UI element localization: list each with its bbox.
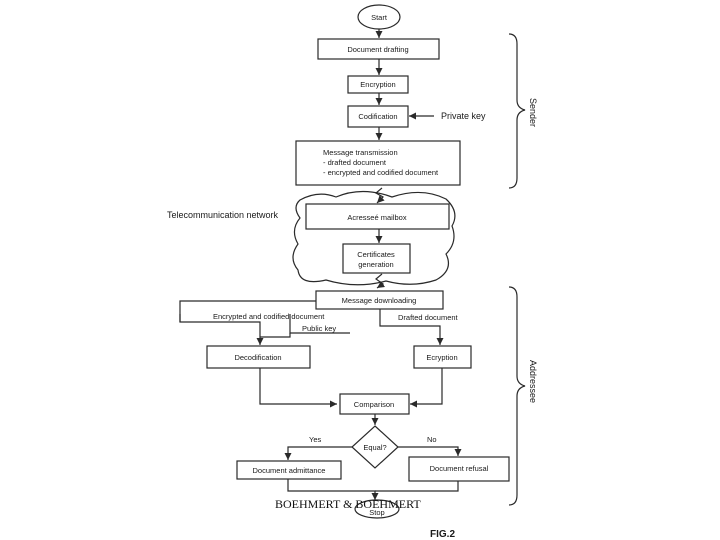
encryption-label: Encryption [360, 80, 395, 89]
message-transmission-title: Message transmission [323, 148, 398, 157]
document-refusal-box [408, 456, 510, 482]
document-admittance-box [236, 460, 342, 480]
codification-label: Codification [358, 112, 397, 121]
figure-label: FIG.2 [430, 529, 455, 540]
addressee-side-label: Addressee [528, 360, 538, 403]
start-node [357, 4, 401, 30]
public-key-label: Public key [302, 324, 336, 333]
ecryption-box [413, 345, 472, 369]
message-transmission-line1: - drafted document [323, 158, 387, 167]
codification-box [347, 105, 409, 128]
decodification-label: Decodification [234, 353, 281, 362]
addressee-brace [508, 286, 526, 506]
document-admittance-label: Document admittance [253, 466, 326, 475]
message-transmission-line2: - encrypted and codified document [323, 168, 439, 177]
equal-decision-diamond [351, 425, 399, 469]
message-downloading-label: Message downloading [342, 296, 417, 305]
network-cloud [292, 190, 456, 286]
equal-decision-label: Equal? [363, 443, 386, 452]
sender-side-label: Sender [528, 98, 538, 127]
certificates-generation-box [342, 243, 411, 274]
document-refusal-label: Document refusal [430, 464, 489, 473]
document-drafting-box [317, 38, 440, 60]
message-downloading-box [315, 290, 444, 310]
telecom-network-label: Telecommunication network [167, 210, 279, 220]
start-label: Start [371, 13, 388, 22]
certificates-line1: Certificates [357, 250, 395, 259]
comparison-label: Comparison [354, 400, 394, 409]
stop-label: Stop [369, 508, 384, 517]
connectors [179, 29, 462, 500]
addressee-mailbox-label: Acresseé mailbox [347, 213, 406, 222]
drafted-document-label: Drafted document [398, 313, 459, 322]
stop-node [354, 499, 400, 519]
encryption-box [347, 75, 409, 94]
no-label: No [427, 435, 437, 444]
yes-label: Yes [309, 435, 321, 444]
message-transmission-box [295, 140, 461, 186]
addressee-mailbox-box [305, 203, 450, 230]
watermark: BOEHMERT & BOEHMERT [275, 497, 421, 511]
certificates-line2: generation [358, 260, 393, 269]
comparison-box [339, 393, 410, 415]
sender-brace [508, 33, 526, 189]
document-drafting-label: Document drafting [347, 45, 408, 54]
enc-cod-document-label: Encrypted and codified document [213, 312, 325, 321]
ecryption-label: Ecryption [426, 353, 457, 362]
private-key-label: Private key [441, 111, 486, 121]
decodification-box [206, 345, 311, 369]
